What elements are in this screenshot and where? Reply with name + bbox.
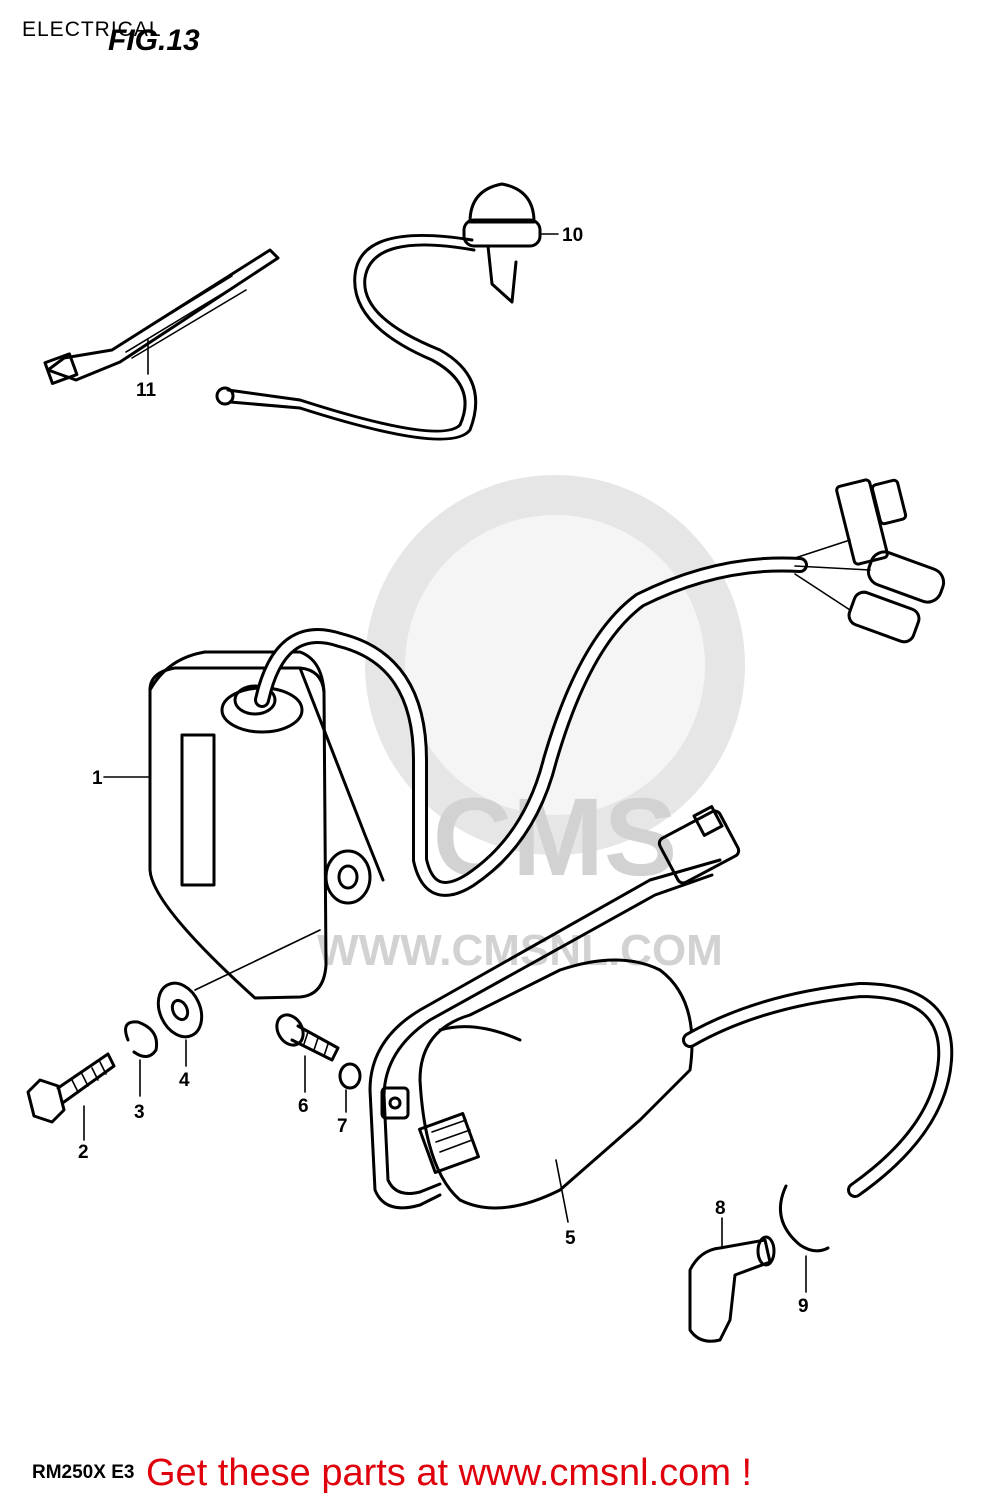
part-6-screw	[275, 1013, 340, 1093]
callout-4: 4	[179, 1070, 190, 1091]
part-9-clip	[778, 1184, 830, 1293]
part-2-bolt	[26, 1052, 116, 1141]
part-8-plug-cap	[688, 1217, 776, 1343]
part-10-switch	[215, 182, 559, 441]
callout-5: 5	[565, 1228, 576, 1249]
part-5-ignition-coil	[380, 958, 954, 1223]
callout-11: 11	[136, 380, 157, 401]
callout-9: 9	[798, 1296, 809, 1317]
callout-10: 10	[562, 225, 583, 246]
part-3-lock-washer	[124, 1020, 159, 1097]
watermark-url: WWW.CMSNL.COM	[317, 926, 723, 975]
callout-8: 8	[715, 1198, 726, 1219]
cdi-main-harness	[254, 478, 946, 897]
callout-1: 1	[92, 768, 103, 789]
section-title: ELECTRICAL	[22, 18, 162, 41]
part-7-washer	[338, 1062, 362, 1113]
callout-7: 7	[337, 1116, 348, 1137]
part-4-washer	[156, 981, 204, 1067]
cdi-secondary-lead	[368, 805, 741, 1210]
callout-2: 2	[78, 1142, 89, 1163]
callout-3: 3	[134, 1102, 145, 1123]
watermark-logo: CMS WWW.CMSNL.COM	[317, 475, 745, 975]
figure-label: FIG.13	[108, 24, 200, 57]
model-code: RM250X E3	[32, 1462, 135, 1483]
callout-labels: 1 2 3 4 5 6 7 8 9 10 11	[78, 225, 809, 1317]
part-11-cable-tie	[43, 248, 280, 385]
part-1-cdi-unit	[103, 650, 385, 1000]
callout-6: 6	[298, 1096, 309, 1117]
call-to-action-link[interactable]: Get these parts at www.cmsnl.com !	[146, 1452, 753, 1494]
